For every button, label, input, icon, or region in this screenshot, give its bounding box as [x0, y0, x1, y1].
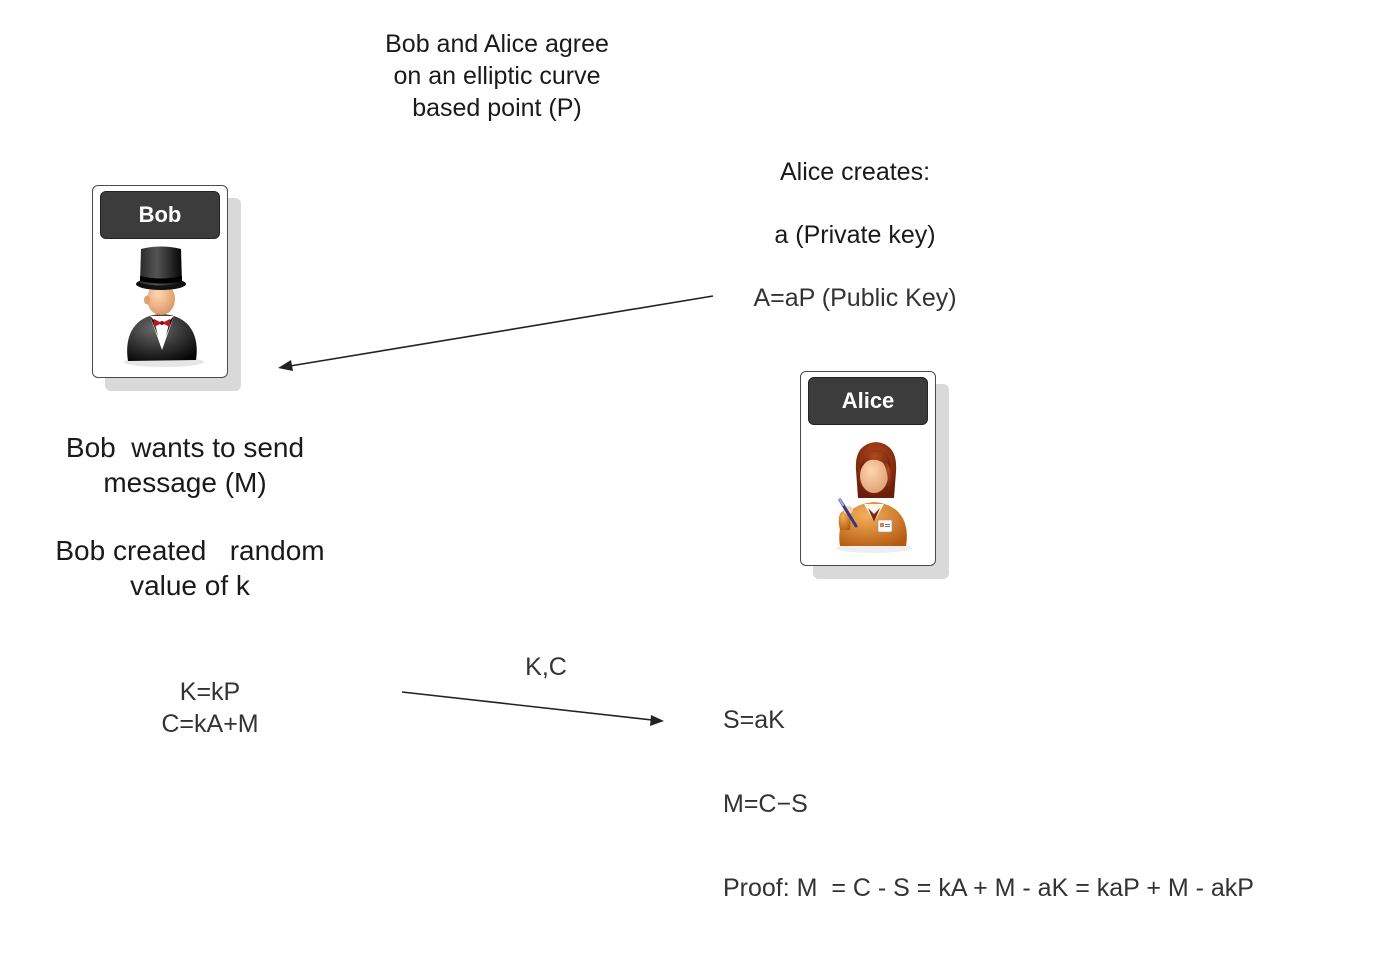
- businesswoman-icon: [836, 442, 912, 553]
- bob-formula-C: C=kA+M: [161, 710, 259, 738]
- alice-creates-heading: Alice creates:: [779, 158, 931, 186]
- ciphertext-arrow: [401, 691, 653, 721]
- agreement-line: Bob and Alice agree: [385, 30, 609, 58]
- bob-wants-line: Bob wants to send: [65, 432, 305, 463]
- businessman-top-hat-icon: [124, 246, 204, 367]
- public-key-arrowhead: [278, 360, 293, 371]
- alice-actor-card: Alice: [800, 371, 936, 566]
- bob-created-text: Bob created random value of k: [30, 533, 350, 603]
- bob-created-line: value of k: [130, 570, 250, 601]
- bob-wants-line: message (M): [103, 467, 267, 498]
- public-key-arrow: [289, 295, 714, 367]
- alice-formula-shared: S=aK: [723, 706, 785, 734]
- bob-formula-K: K=kP: [179, 678, 241, 706]
- bob-formulas: K=kP C=kA+M: [130, 676, 290, 740]
- transfer-label: K,C: [525, 653, 567, 681]
- agreement-line: based point (P): [412, 94, 582, 122]
- bob-created-line: Bob created random: [55, 535, 325, 566]
- agreement-line: on an elliptic curve: [393, 62, 601, 90]
- agreement-text: Bob and Alice agree on an elliptic curve…: [337, 28, 657, 124]
- bob-actor-card: Bob: [92, 185, 228, 378]
- alice-formula-message: M=C−S: [723, 790, 808, 818]
- ciphertext-arrowhead: [650, 715, 664, 726]
- proof-equation: Proof: M = C - S = kA + M - aK = kaP + M…: [723, 874, 1254, 902]
- bob-wants-text: Bob wants to send message (M): [30, 430, 340, 500]
- alice-public-key-text: A=aP (Public Key): [753, 284, 957, 312]
- alice-card-label: Alice: [808, 377, 928, 425]
- bob-card-label: Bob: [100, 191, 220, 239]
- alice-private-key-text: a (Private key): [774, 221, 936, 249]
